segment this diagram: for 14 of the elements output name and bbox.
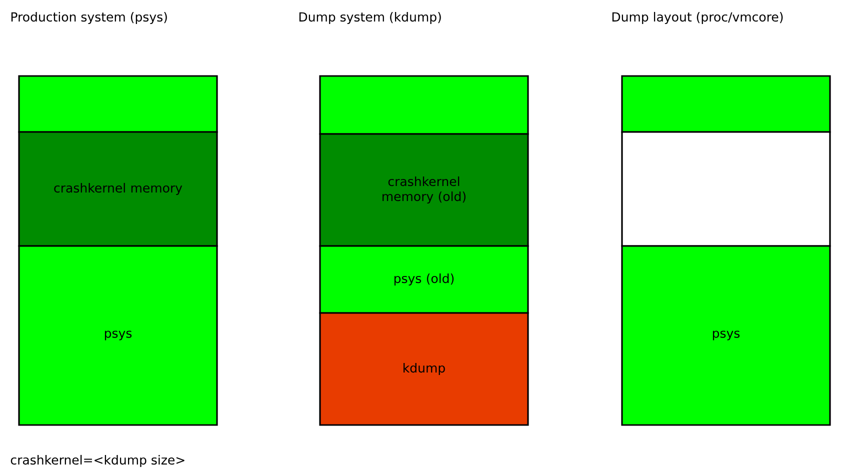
column-title: Production system (psys): [11, 12, 167, 24]
memory-region: crashkernel memory: [18, 131, 218, 247]
memory-region: [621, 131, 831, 247]
memory-region: psys: [18, 245, 218, 426]
memory-region: kdump: [319, 312, 529, 426]
column-title: Dump layout (proc/vmcore): [612, 12, 783, 24]
memory-region: [18, 75, 218, 133]
memory-region: psys: [621, 245, 831, 426]
memory-region: crashkernel memory (old): [319, 133, 529, 247]
note: crashkernel=<kdump size>: [10, 454, 184, 468]
memory-region: psys (old): [319, 245, 529, 314]
column-title: Dump system (kdump): [299, 12, 441, 24]
memory-region: [621, 75, 831, 133]
memory-region: [319, 75, 529, 135]
